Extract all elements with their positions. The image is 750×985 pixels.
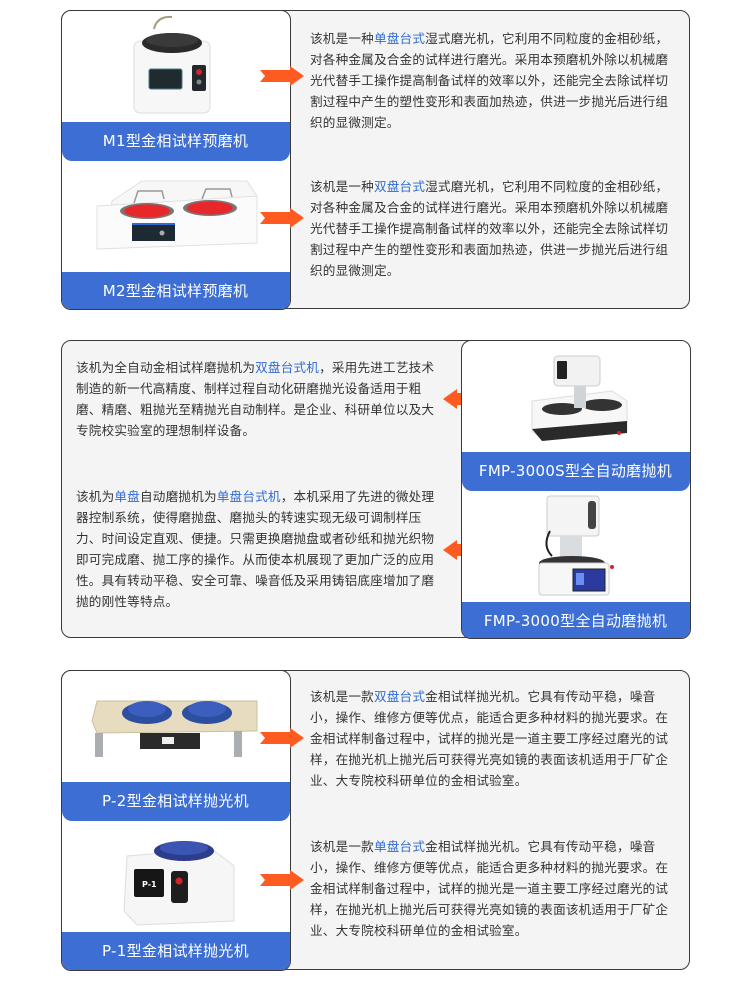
arrow-right-icon (260, 66, 304, 86)
highlight-keyword: 双盘台式机 (255, 360, 320, 375)
section-auto-polishers: 该机为全自动金相试样磨抛机为双盘台式机，采用先进工艺技术制造的新一代高精度、制样… (61, 339, 691, 639)
double-disc-grinder-icon (62, 161, 290, 271)
arrow-right-icon (260, 728, 304, 748)
product-card-fmp3000s[interactable]: FMP-3000S型全自动磨抛机 (461, 341, 690, 491)
highlight-keyword: 单盘台式机 (216, 489, 281, 504)
product-title: M1型金相试样预磨机 (61, 121, 290, 161)
product-image-column: FMP-3000S型全自动磨抛机 FMP-3000型全自动磨抛机 (460, 339, 691, 639)
single-disc-polisher-icon: P-1 (62, 821, 290, 931)
product-card-fmp3000[interactable]: FMP-3000型全自动磨抛机 (461, 491, 690, 638)
product-image-column: M1型金相试样预磨机 M2型金相试样预磨机 (60, 9, 291, 310)
highlight-keyword: 双盘台式 (373, 689, 426, 704)
auto-single-polisher-icon (462, 491, 690, 601)
highlight-keyword: 双盘台式 (373, 179, 426, 194)
arrow-right-icon (260, 870, 304, 890)
product-card-p2[interactable]: P-2型金相试样抛光机 (61, 671, 290, 821)
highlight-keyword: 单盘台式 (373, 839, 426, 854)
section-polishers: P-2型金相试样抛光机 P-1 P-1型金相试样抛光机 该机是一款双盘台式金相试… (60, 669, 690, 971)
section-grinders: M1型金相试样预磨机 M2型金相试样预磨机 (60, 9, 690, 310)
product-title: P-2型金相试样抛光机 (61, 781, 290, 821)
highlight-keyword: 单盘 (114, 489, 140, 504)
product-title: P-1型金相试样抛光机 (61, 931, 290, 970)
double-disc-polisher-icon (62, 671, 290, 781)
product-description-p1: 该机是一款单盘台式金相试样抛光机。它具有传动平稳，噪音小，操作、维修方便等优点，… (310, 839, 669, 938)
product-title: FMP-3000型全自动磨抛机 (461, 601, 690, 638)
p1-screen-text: P-1 (142, 880, 157, 889)
product-image-column: P-2型金相试样抛光机 P-1 P-1型金相试样抛光机 (60, 669, 291, 971)
product-card-m2[interactable]: M2型金相试样预磨机 (61, 161, 290, 309)
auto-double-polisher-icon (462, 341, 690, 451)
product-title: FMP-3000S型全自动磨抛机 (461, 451, 690, 491)
arrow-right-icon (260, 208, 304, 228)
product-description-m2: 该机是一种双盘台式湿式磨光机，它利用不同粒度的金相砂纸，对各种金属及合金的试样进… (310, 179, 669, 278)
product-description-fmp3000: 该机为单盘自动磨抛机为单盘台式机，本机采用了先进的微处理器控制系统，使得磨抛盘、… (76, 489, 435, 609)
product-description-m1: 该机是一种单盘台式湿式磨光机，它利用不同粒度的金相砂纸，对各种金属及合金的试样进… (310, 31, 669, 130)
product-title: M2型金相试样预磨机 (61, 271, 290, 309)
product-card-p1[interactable]: P-1 P-1型金相试样抛光机 (61, 821, 290, 970)
product-description-p2: 该机是一款双盘台式金相试样抛光机。它具有传动平稳，噪音小，操作、维修方便等优点，… (310, 689, 669, 788)
product-card-m1[interactable]: M1型金相试样预磨机 (61, 11, 290, 161)
product-description-fmp3000s: 该机为全自动金相试样磨抛机为双盘台式机，采用先进工艺技术制造的新一代高精度、制样… (76, 360, 435, 438)
highlight-keyword: 单盘台式 (373, 31, 426, 46)
single-disc-grinder-icon (62, 11, 290, 121)
